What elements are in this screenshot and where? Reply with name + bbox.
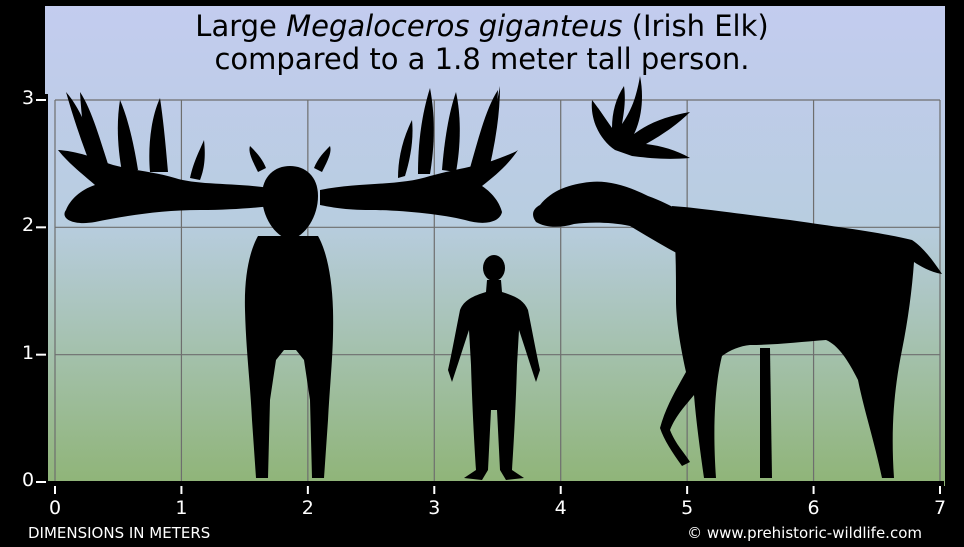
- title-line-2: compared to a 1.8 meter tall person.: [0, 43, 964, 75]
- species-name: Megaloceros giganteus: [286, 9, 622, 43]
- x-tick-label: 7: [934, 497, 946, 519]
- x-tick-label: 5: [681, 497, 693, 519]
- y-tick-label: 2: [22, 214, 34, 236]
- title-prefix: Large: [195, 9, 286, 43]
- x-tick-label: 0: [49, 497, 61, 519]
- x-tick-label: 3: [428, 497, 440, 519]
- y-tick-label: 1: [22, 342, 34, 364]
- x-axis-label: DIMENSIONS IN METERS: [28, 524, 210, 542]
- y-tick-label: 0: [22, 469, 34, 491]
- x-tick-label: 1: [175, 497, 187, 519]
- x-tick-label: 4: [555, 497, 567, 519]
- copyright-credit: © www.prehistoric-wildlife.com: [687, 524, 922, 542]
- y-tick-label: 3: [22, 87, 34, 109]
- axes: [36, 94, 46, 488]
- title-line-1: Large Megaloceros giganteus (Irish Elk): [0, 10, 964, 42]
- x-tick-label: 6: [808, 497, 820, 519]
- title-suffix: (Irish Elk): [622, 9, 768, 43]
- baseline: [46, 481, 944, 494]
- x-tick-label: 2: [302, 497, 314, 519]
